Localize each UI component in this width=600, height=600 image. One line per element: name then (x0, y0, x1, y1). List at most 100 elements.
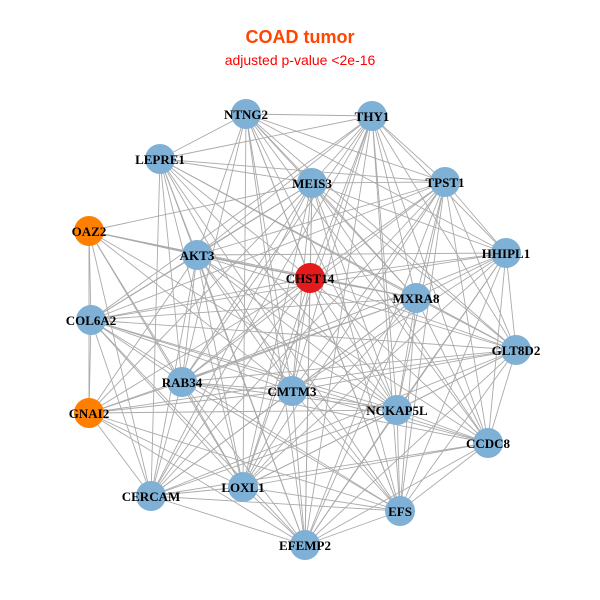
edge-CHST14-MXRA8 (309, 277, 417, 299)
edge-CERCAM-EFEMP2 (150, 495, 306, 546)
edge-CHST14-RAB34 (181, 277, 311, 383)
edge-HHIPL1-MXRA8 (415, 252, 507, 299)
node-circle[interactable] (76, 305, 106, 335)
node-mxra8[interactable]: MXRA8 (393, 283, 440, 313)
edge-AKT3-EFEMP2 (196, 254, 306, 546)
node-thy1[interactable]: THY1 (355, 101, 390, 131)
node-loxl1[interactable]: LOXL1 (221, 472, 265, 502)
node-label: LEPRE1 (135, 152, 185, 167)
edge-NCKAP5L-EFEMP2 (304, 409, 398, 546)
edge-GNAI2-EFS (88, 412, 401, 512)
edge-MEIS3-TPST1 (311, 181, 446, 184)
node-nckap5l[interactable]: NCKAP5L (366, 395, 428, 425)
node-oaz2[interactable]: OAZ2 (72, 216, 107, 246)
edge-HHIPL1-CCDC8 (487, 252, 507, 444)
node-circle[interactable] (501, 335, 531, 365)
node-circle[interactable] (473, 428, 503, 458)
node-circle[interactable] (297, 168, 327, 198)
node-meis3[interactable]: MEIS3 (292, 168, 332, 198)
edge-COL6A2-GLT8D2 (90, 319, 517, 351)
edge-CMTM3-CERCAM (150, 390, 293, 497)
node-cmtm3[interactable]: CMTM3 (267, 376, 317, 406)
node-circle[interactable] (182, 240, 212, 270)
edge-NCKAP5L-LOXL1 (242, 409, 398, 488)
node-circle[interactable] (136, 481, 166, 511)
node-circle[interactable] (231, 99, 261, 129)
edge-TPST1-CERCAM (150, 181, 446, 497)
edge-MEIS3-HHIPL1 (311, 182, 507, 254)
node-label: AKT3 (180, 248, 215, 263)
edge-GNAI2-LOXL1 (88, 412, 244, 488)
edge-AKT3-NCKAP5L (196, 254, 398, 411)
node-circle[interactable] (277, 376, 307, 406)
edge-NTNG2-RAB34 (181, 113, 247, 383)
node-circle[interactable] (430, 167, 460, 197)
node-glt8d2[interactable]: GLT8D2 (492, 335, 541, 365)
node-circle[interactable] (491, 238, 521, 268)
edge-LEPRE1-EFS (159, 158, 401, 512)
node-tpst1[interactable]: TPST1 (425, 167, 465, 197)
edge-TPST1-LOXL1 (242, 181, 446, 488)
node-circle[interactable] (401, 283, 431, 313)
node-circle[interactable] (228, 472, 258, 502)
node-chst14[interactable]: CHST14 (286, 263, 335, 293)
node-label: LOXL1 (221, 480, 264, 495)
node-label: HHIPL1 (482, 246, 530, 261)
node-ntng2[interactable]: NTNG2 (224, 99, 268, 129)
edge-THY1-CERCAM (150, 115, 373, 497)
edge-COL6A2-NCKAP5L (90, 319, 398, 411)
edge-CCDC8-EFEMP2 (304, 442, 489, 546)
edge-CERCAM-EFS (150, 495, 401, 512)
edge-CHST14-NCKAP5L (309, 277, 398, 411)
edge-NCKAP5L-CCDC8 (396, 409, 489, 444)
edge-CERCAM-LOXL1 (150, 486, 244, 497)
node-circle[interactable] (167, 367, 197, 397)
edge-CMTM3-NCKAP5L (291, 390, 398, 411)
node-efemp2[interactable]: EFEMP2 (279, 530, 331, 560)
edge-LEPRE1-CERCAM (150, 158, 161, 497)
node-efs[interactable]: EFS (385, 496, 415, 526)
node-circle[interactable] (295, 263, 325, 293)
edge-CMTM3-GNAI2 (88, 390, 293, 414)
node-rab34[interactable]: RAB34 (162, 367, 203, 397)
edge-AKT3-COL6A2 (90, 254, 198, 321)
edge-THY1-LEPRE1 (159, 115, 373, 160)
edge-GLT8D2-EFEMP2 (304, 349, 517, 546)
node-label: NCKAP5L (366, 403, 428, 418)
edge-THY1-TPST1 (371, 115, 446, 183)
edge-GLT8D2-CCDC8 (487, 349, 517, 444)
node-lepre1[interactable]: LEPRE1 (135, 144, 185, 174)
node-circle[interactable] (145, 144, 175, 174)
node-circle[interactable] (290, 530, 320, 560)
node-gnai2[interactable]: GNAI2 (69, 398, 109, 428)
edge-AKT3-HHIPL1 (196, 252, 507, 256)
node-circle[interactable] (74, 216, 104, 246)
edge-LEPRE1-TPST1 (159, 158, 446, 183)
edge-NTNG2-LOXL1 (242, 113, 247, 488)
node-circle[interactable] (385, 496, 415, 526)
node-col6a2[interactable]: COL6A2 (66, 305, 117, 335)
node-cercam[interactable]: CERCAM (122, 481, 181, 511)
node-ccdc8[interactable]: CCDC8 (466, 428, 511, 458)
edge-layer (88, 113, 517, 546)
edge-THY1-EFS (371, 115, 401, 512)
edge-NTNG2-LEPRE1 (159, 113, 247, 160)
node-hhipl1[interactable]: HHIPL1 (482, 238, 530, 268)
edge-MXRA8-NCKAP5L (396, 297, 417, 411)
edge-CHST14-EFEMP2 (304, 277, 311, 546)
edge-NTNG2-GLT8D2 (245, 113, 517, 351)
edge-CHST14-CERCAM (150, 277, 311, 497)
node-circle[interactable] (74, 398, 104, 428)
edge-NTNG2-THY1 (245, 113, 373, 117)
edge-MEIS3-OAZ2 (88, 182, 313, 232)
edge-TPST1-AKT3 (196, 181, 446, 256)
node-akt3[interactable]: AKT3 (180, 240, 215, 270)
edge-MEIS3-MXRA8 (311, 182, 417, 299)
edge-TPST1-CMTM3 (291, 181, 446, 392)
node-circle[interactable] (357, 101, 387, 131)
edge-THY1-MXRA8 (371, 115, 417, 299)
node-circle[interactable] (382, 395, 412, 425)
node-label: GLT8D2 (492, 343, 541, 358)
